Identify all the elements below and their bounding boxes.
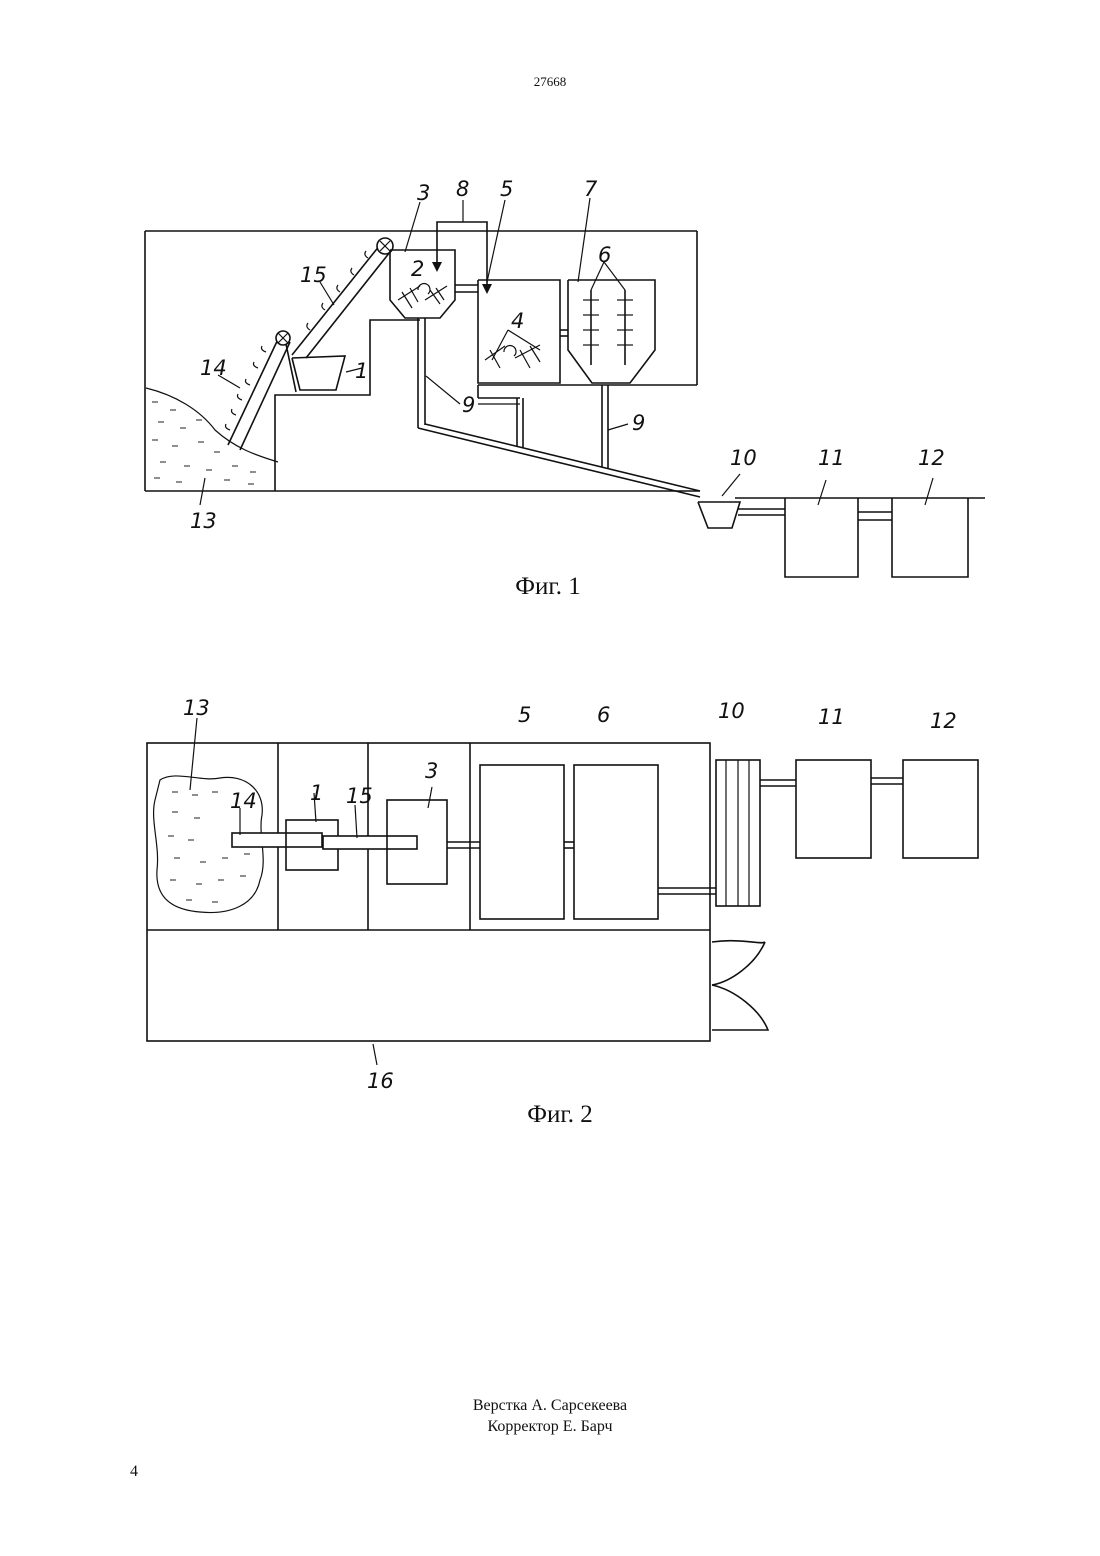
label-6: 6 <box>598 243 611 267</box>
label-11: 11 <box>818 446 845 470</box>
distributor-8 <box>432 222 492 294</box>
conveyor-15 <box>323 836 417 849</box>
label-1: 1 <box>355 359 368 383</box>
conveyor-15 <box>292 238 393 358</box>
settler-unit-6 <box>574 765 658 919</box>
unit-11 <box>785 480 858 577</box>
washer-unit-5 <box>480 765 564 919</box>
label-2: 2 <box>411 257 424 281</box>
label-9b: 9 <box>632 411 645 435</box>
label-16: 16 <box>367 1069 394 1093</box>
hopper-1 <box>292 356 362 390</box>
figure-2-caption: Фиг. 2 <box>527 1101 593 1128</box>
label-3: 3 <box>417 181 430 205</box>
unit-11 <box>796 760 871 858</box>
settling-tank-10 <box>716 760 760 906</box>
building-plan-outline <box>147 743 710 1041</box>
footer-credits: Верстка А. Сарсекеева Корректор Е. Барч <box>0 1395 1100 1437</box>
unit-12 <box>903 760 978 858</box>
drain-pipes-9 <box>418 318 700 497</box>
label-9a: 9 <box>462 393 475 417</box>
raw-material-pile <box>146 388 278 484</box>
label-11: 11 <box>818 705 845 729</box>
label-6: 6 <box>597 703 610 727</box>
label-15: 15 <box>346 784 373 808</box>
label-13: 13 <box>190 509 217 533</box>
layout-credit: Верстка А. Сарсекеева <box>0 1395 1100 1416</box>
figure-1-caption: Фиг. 1 <box>515 573 581 600</box>
conveyor-14 <box>226 331 297 450</box>
settler-unit-7 <box>568 262 655 383</box>
label-10: 10 <box>718 699 745 723</box>
label-8: 8 <box>456 177 469 201</box>
gate-doors <box>712 941 768 1030</box>
label-4: 4 <box>511 309 524 333</box>
label-14: 14 <box>230 789 257 813</box>
settling-tank-10 <box>698 474 740 528</box>
label-10: 10 <box>730 446 757 470</box>
stepped-platform <box>275 320 420 491</box>
label-5: 5 <box>500 177 513 201</box>
unit-12 <box>892 478 968 577</box>
label-7: 7 <box>584 177 598 201</box>
label-5: 5 <box>518 703 531 727</box>
patent-number: 27668 <box>0 74 1100 90</box>
corrector-credit: Корректор Е. Барч <box>0 1416 1100 1437</box>
label-14: 14 <box>200 356 227 380</box>
label-3: 3 <box>425 759 438 783</box>
label-12: 12 <box>930 709 957 733</box>
label-1: 1 <box>310 781 323 805</box>
label-13: 13 <box>183 696 210 720</box>
figure-1-drawing: 3 8 5 7 2 6 15 4 1 14 9 9 10 11 12 13 Фи… <box>0 160 1100 620</box>
label-12: 12 <box>918 446 945 470</box>
label-15: 15 <box>300 263 327 287</box>
page-number: 4 <box>130 1463 138 1481</box>
conveyor-14 <box>232 833 322 847</box>
figure-2-drawing: 13 5 6 10 11 12 3 1 15 14 16 Фиг. 2 <box>0 665 1100 1145</box>
